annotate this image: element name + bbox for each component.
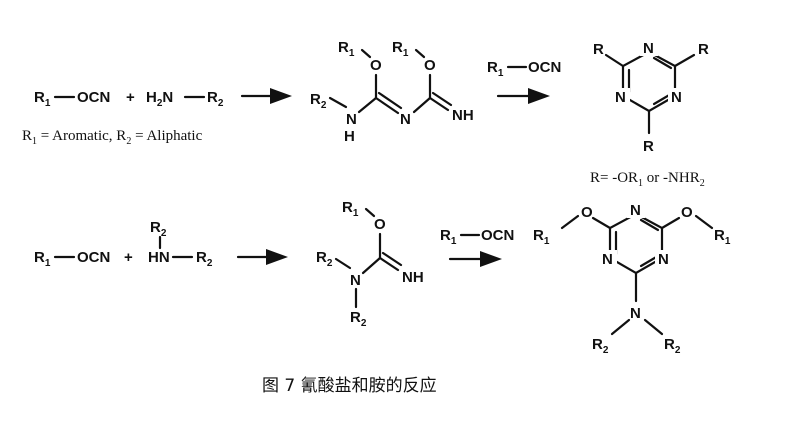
svg-text:R1: R1 bbox=[714, 227, 731, 247]
svg-text:R: R bbox=[643, 138, 654, 155]
row1-second-arrow bbox=[496, 88, 550, 104]
row2-plus-sign: + bbox=[124, 249, 133, 266]
figure-caption: 图 7 氰酸盐和胺的反应 bbox=[262, 376, 437, 396]
svg-text:R: R bbox=[698, 41, 709, 58]
svg-text:OCN: OCN bbox=[528, 59, 561, 76]
svg-text:R2: R2 bbox=[316, 249, 333, 269]
row2-reagent: R1 OCN bbox=[440, 227, 514, 247]
svg-text:R1: R1 bbox=[338, 39, 355, 59]
svg-text:NH: NH bbox=[402, 269, 424, 286]
row2-reactant2: R2 HN R2 bbox=[148, 219, 213, 269]
svg-text:OCN: OCN bbox=[77, 249, 110, 266]
svg-text:R1: R1 bbox=[533, 227, 550, 247]
row2-triazine-product: N N N O R1 O R1 N R2 R2 bbox=[533, 201, 731, 356]
svg-text:O: O bbox=[370, 57, 382, 74]
row2-reactant1: R1 OCN bbox=[34, 249, 110, 269]
svg-text:R2: R2 bbox=[664, 336, 681, 356]
svg-text:H: H bbox=[344, 128, 355, 145]
svg-text:R2: R2 bbox=[310, 91, 327, 111]
row2-second-arrow bbox=[448, 251, 502, 267]
svg-text:N: N bbox=[350, 272, 361, 289]
row1-reactant1: R1 OCN bbox=[34, 89, 110, 109]
svg-text:N: N bbox=[630, 202, 641, 219]
svg-text:N: N bbox=[643, 40, 654, 57]
svg-text:R2: R2 bbox=[150, 219, 167, 239]
svg-text:R2: R2 bbox=[350, 309, 367, 329]
row1-reactant2: H2N R2 bbox=[146, 89, 224, 109]
svg-text:N: N bbox=[630, 305, 641, 322]
svg-text:N: N bbox=[671, 89, 682, 106]
row2-reaction-arrow bbox=[236, 249, 288, 265]
svg-text:O: O bbox=[681, 204, 693, 221]
svg-text:O: O bbox=[374, 216, 386, 233]
svg-text:N: N bbox=[346, 111, 357, 128]
svg-text:OCN: OCN bbox=[77, 89, 110, 106]
row1-reaction-arrow bbox=[240, 88, 292, 104]
svg-text:R1: R1 bbox=[342, 199, 359, 219]
svg-text:N: N bbox=[400, 111, 411, 128]
svg-text:R: R bbox=[593, 41, 604, 58]
svg-text:R1: R1 bbox=[440, 227, 457, 247]
svg-text:R2: R2 bbox=[592, 336, 609, 356]
svg-text:R1: R1 bbox=[487, 59, 504, 79]
row1-intermediate: R2 N H O R1 N O R1 NH bbox=[310, 39, 474, 145]
svg-text:R1: R1 bbox=[34, 249, 51, 269]
row1-triazine-product: N N N R R R bbox=[593, 39, 709, 155]
svg-text:O: O bbox=[581, 204, 593, 221]
svg-text:N: N bbox=[658, 251, 669, 268]
svg-text:O: O bbox=[424, 57, 436, 74]
svg-text:HN: HN bbox=[148, 249, 170, 266]
row1-product-note: R= -OR1 or -NHR2 bbox=[590, 170, 705, 189]
svg-text:NH: NH bbox=[452, 107, 474, 124]
row1-plus-sign: + bbox=[126, 89, 135, 106]
svg-text:R1: R1 bbox=[392, 39, 409, 59]
svg-text:R2: R2 bbox=[207, 89, 224, 109]
svg-text:N: N bbox=[602, 251, 613, 268]
svg-text:N: N bbox=[615, 89, 626, 106]
row2-intermediate: R2 N R2 O R1 NH bbox=[316, 199, 424, 329]
svg-text:R1: R1 bbox=[34, 89, 51, 109]
row1-reagent: R1 OCN bbox=[487, 59, 561, 79]
svg-text:H2N: H2N bbox=[146, 89, 173, 109]
svg-text:OCN: OCN bbox=[481, 227, 514, 244]
row1-condition-note: R1 = Aromatic, R2 = Aliphatic bbox=[22, 128, 203, 147]
svg-text:R2: R2 bbox=[196, 249, 213, 269]
